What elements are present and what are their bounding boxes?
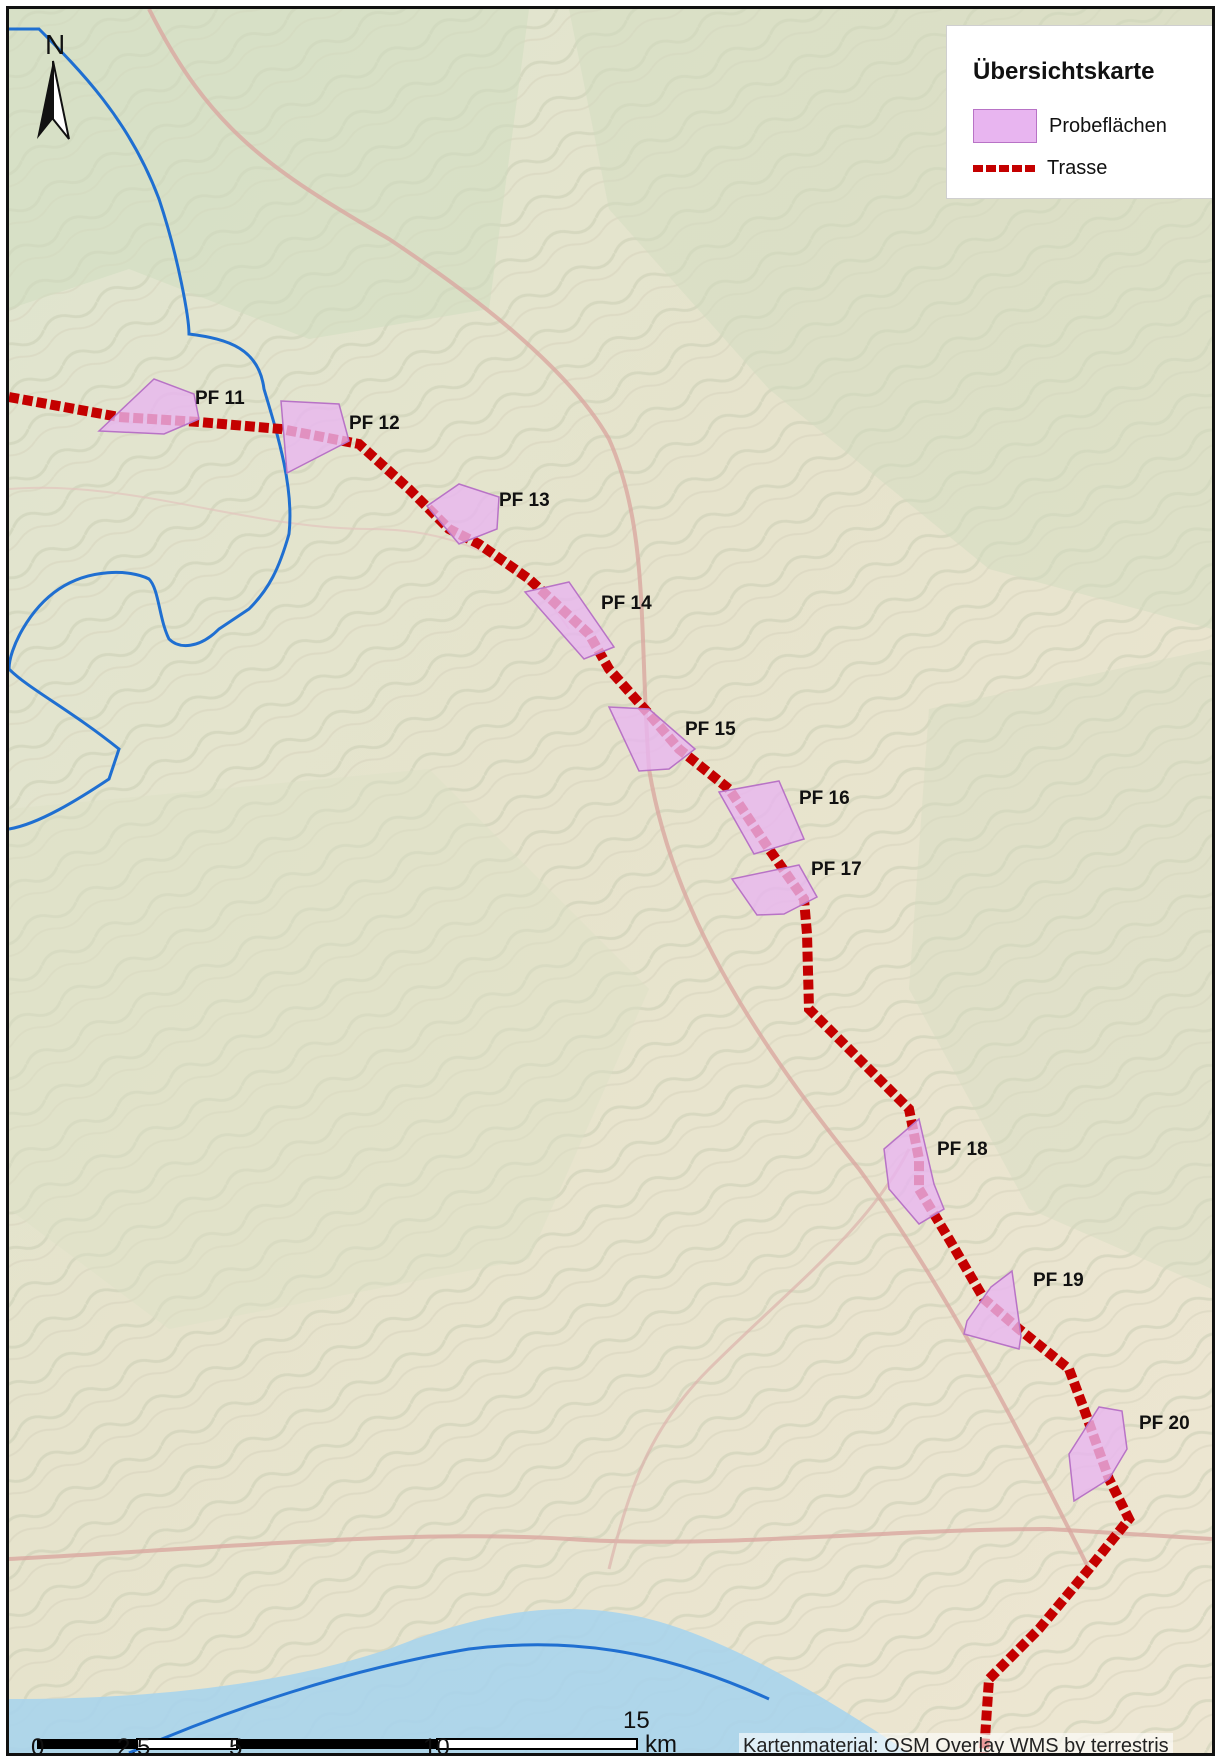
sample-area-label-pf12: PF 12 [349,413,400,434]
map-canvas[interactable]: PF 11 PF 12 PF 13 PF 14 PF 15 PF 16 PF 1… [9,9,1212,1753]
forest-area [9,9,529,339]
sample-area-pf19[interactable] [963,1269,1022,1350]
sample-area-pf13[interactable] [425,483,500,545]
legend-label-route: Trasse [1047,156,1108,179]
sample-area-label-pf18: PF 18 [937,1139,988,1160]
legend-label-sample-areas: Probeflächen [1049,114,1167,137]
map-frame[interactable]: PF 11 PF 12 PF 13 PF 14 PF 15 PF 16 PF 1… [6,6,1215,1756]
main-road [9,1526,1212,1561]
river [9,1609,909,1753]
scale-label: 5 [229,1734,243,1756]
sample-areas [97,378,1128,1503]
sample-area-label-pf17: PF 17 [811,859,862,880]
legend-row-route: Trasse [973,150,1107,186]
scale-bar [37,1738,638,1750]
route-swatch [973,164,1035,172]
scale-bar-segment [37,1739,137,1749]
scale-label: 2,5 [117,1734,151,1756]
sample-area-pf15[interactable] [607,706,697,772]
river-boundary [128,1643,770,1753]
forest-area [9,769,649,1329]
scale-label: 15 [623,1707,650,1734]
sample-area-labels: PF 11 PF 12 PF 13 PF 14 PF 15 PF 16 PF 1… [195,388,1190,1434]
scale-unit: km [645,1731,677,1756]
main-road [147,9,1091,1570]
sample-area-label-pf14: PF 14 [601,593,652,614]
sample-area-pf11[interactable] [97,378,200,435]
scale-bar-segment [237,1739,437,1749]
north-arrow-icon [37,60,70,140]
scale-bar-segment [436,1738,638,1750]
scale-label: 0 [31,1734,45,1756]
sample-area-label-pf20: PF 20 [1139,1413,1190,1434]
sample-area-pf18[interactable] [883,1117,945,1225]
map-legend: Übersichtskarte Probeflächen Trasse [946,25,1212,199]
scale-bar-segment [136,1738,238,1750]
sample-area-pf20[interactable] [1068,1406,1128,1503]
sample-area-pf12[interactable] [280,400,350,475]
scale-label: 10 [423,1734,450,1756]
map-attribution: Kartenmaterial: OSM Overlay WMS by terre… [739,1733,1173,1753]
legend-row-sample-areas: Probeflächen [973,108,1167,144]
sample-area-label-pf19: PF 19 [1033,1270,1084,1291]
north-arrow [31,31,75,141]
forest-area [909,649,1212,1289]
road [607,1148,911,1570]
sample-area-label-pf11: PF 11 [195,388,245,409]
sample-area-pf16[interactable] [717,780,806,855]
sample-area-label-pf16: PF 16 [799,788,850,809]
sample-area-label-pf13: PF 13 [499,490,550,511]
sample-area-pf17[interactable] [730,864,819,916]
north-label: N [45,29,66,60]
sample-area-swatch [973,109,1037,143]
sample-area-pf14[interactable] [523,581,616,660]
sample-area-label-pf15: PF 15 [685,719,736,740]
administrative-boundary [9,27,292,831]
legend-title: Übersichtskarte [973,58,1155,85]
